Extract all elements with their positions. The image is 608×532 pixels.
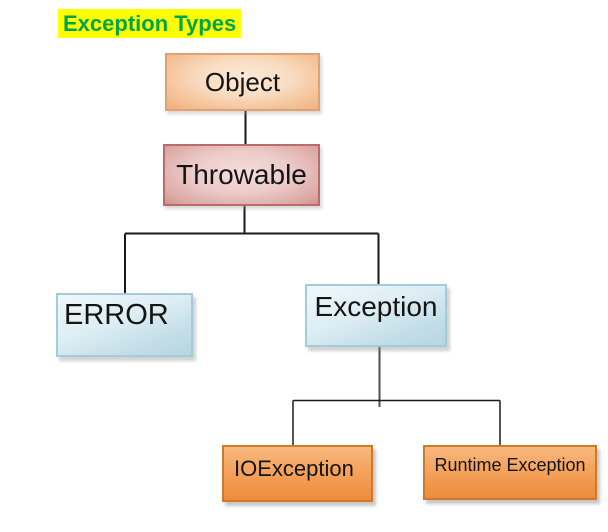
node-error-label: ERROR — [64, 299, 169, 331]
node-ioexception-label: IOException — [234, 456, 354, 481]
node-runtime-exception-label: Runtime Exception — [434, 455, 586, 475]
node-runtime-exception: Runtime Exception — [423, 445, 597, 500]
page-title: Exception Types — [58, 9, 242, 38]
node-throwable: Throwable — [163, 144, 320, 206]
node-object-label: Object — [204, 66, 281, 97]
node-exception: Exception — [305, 284, 447, 347]
node-ioexception: IOException — [222, 445, 373, 502]
node-error: ERROR — [56, 293, 193, 357]
node-object: Object — [165, 53, 320, 111]
node-exception-label: Exception — [314, 291, 438, 322]
node-throwable-label: Throwable — [176, 159, 307, 190]
